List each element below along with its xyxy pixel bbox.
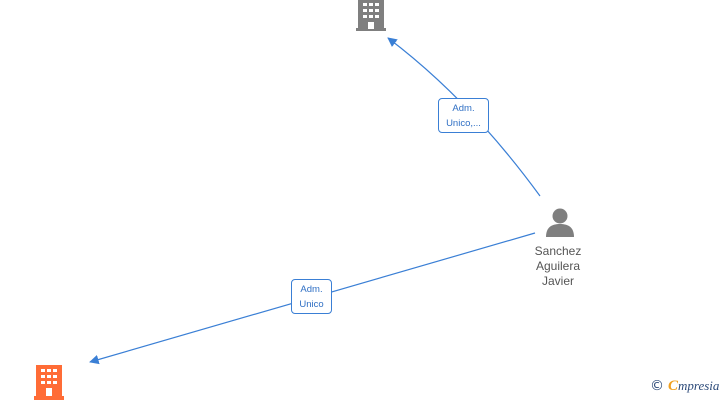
person-name-line-2: Aguilera bbox=[535, 259, 581, 273]
brand-initial: C bbox=[668, 378, 679, 394]
edge-label-top[interactable]: Adm. Unico,... bbox=[438, 98, 489, 133]
company-top-building-icon[interactable] bbox=[356, 0, 386, 31]
edge-label-bottom[interactable]: Adm. Unico bbox=[291, 279, 332, 314]
person-name[interactable]: Sanchez Aguilera Javier bbox=[520, 244, 596, 289]
brand-name: mpresia bbox=[678, 378, 720, 393]
edge-label-top-line-1: Adm. bbox=[452, 103, 475, 114]
footer-brand[interactable]: ©Cmpresia bbox=[650, 378, 719, 395]
edge-label-bottom-line-1: Adm. bbox=[300, 284, 323, 295]
person-name-line-1: Sanchez bbox=[534, 244, 582, 258]
edge-label-bottom-line-2: Unico bbox=[299, 299, 324, 310]
person-icon[interactable] bbox=[546, 208, 574, 238]
person-name-line-3: Javier bbox=[541, 274, 574, 288]
company-bottom-building-icon[interactable] bbox=[34, 365, 64, 400]
copyright-icon: © bbox=[650, 378, 664, 394]
edge-label-top-line-2: Unico,... bbox=[446, 118, 481, 129]
